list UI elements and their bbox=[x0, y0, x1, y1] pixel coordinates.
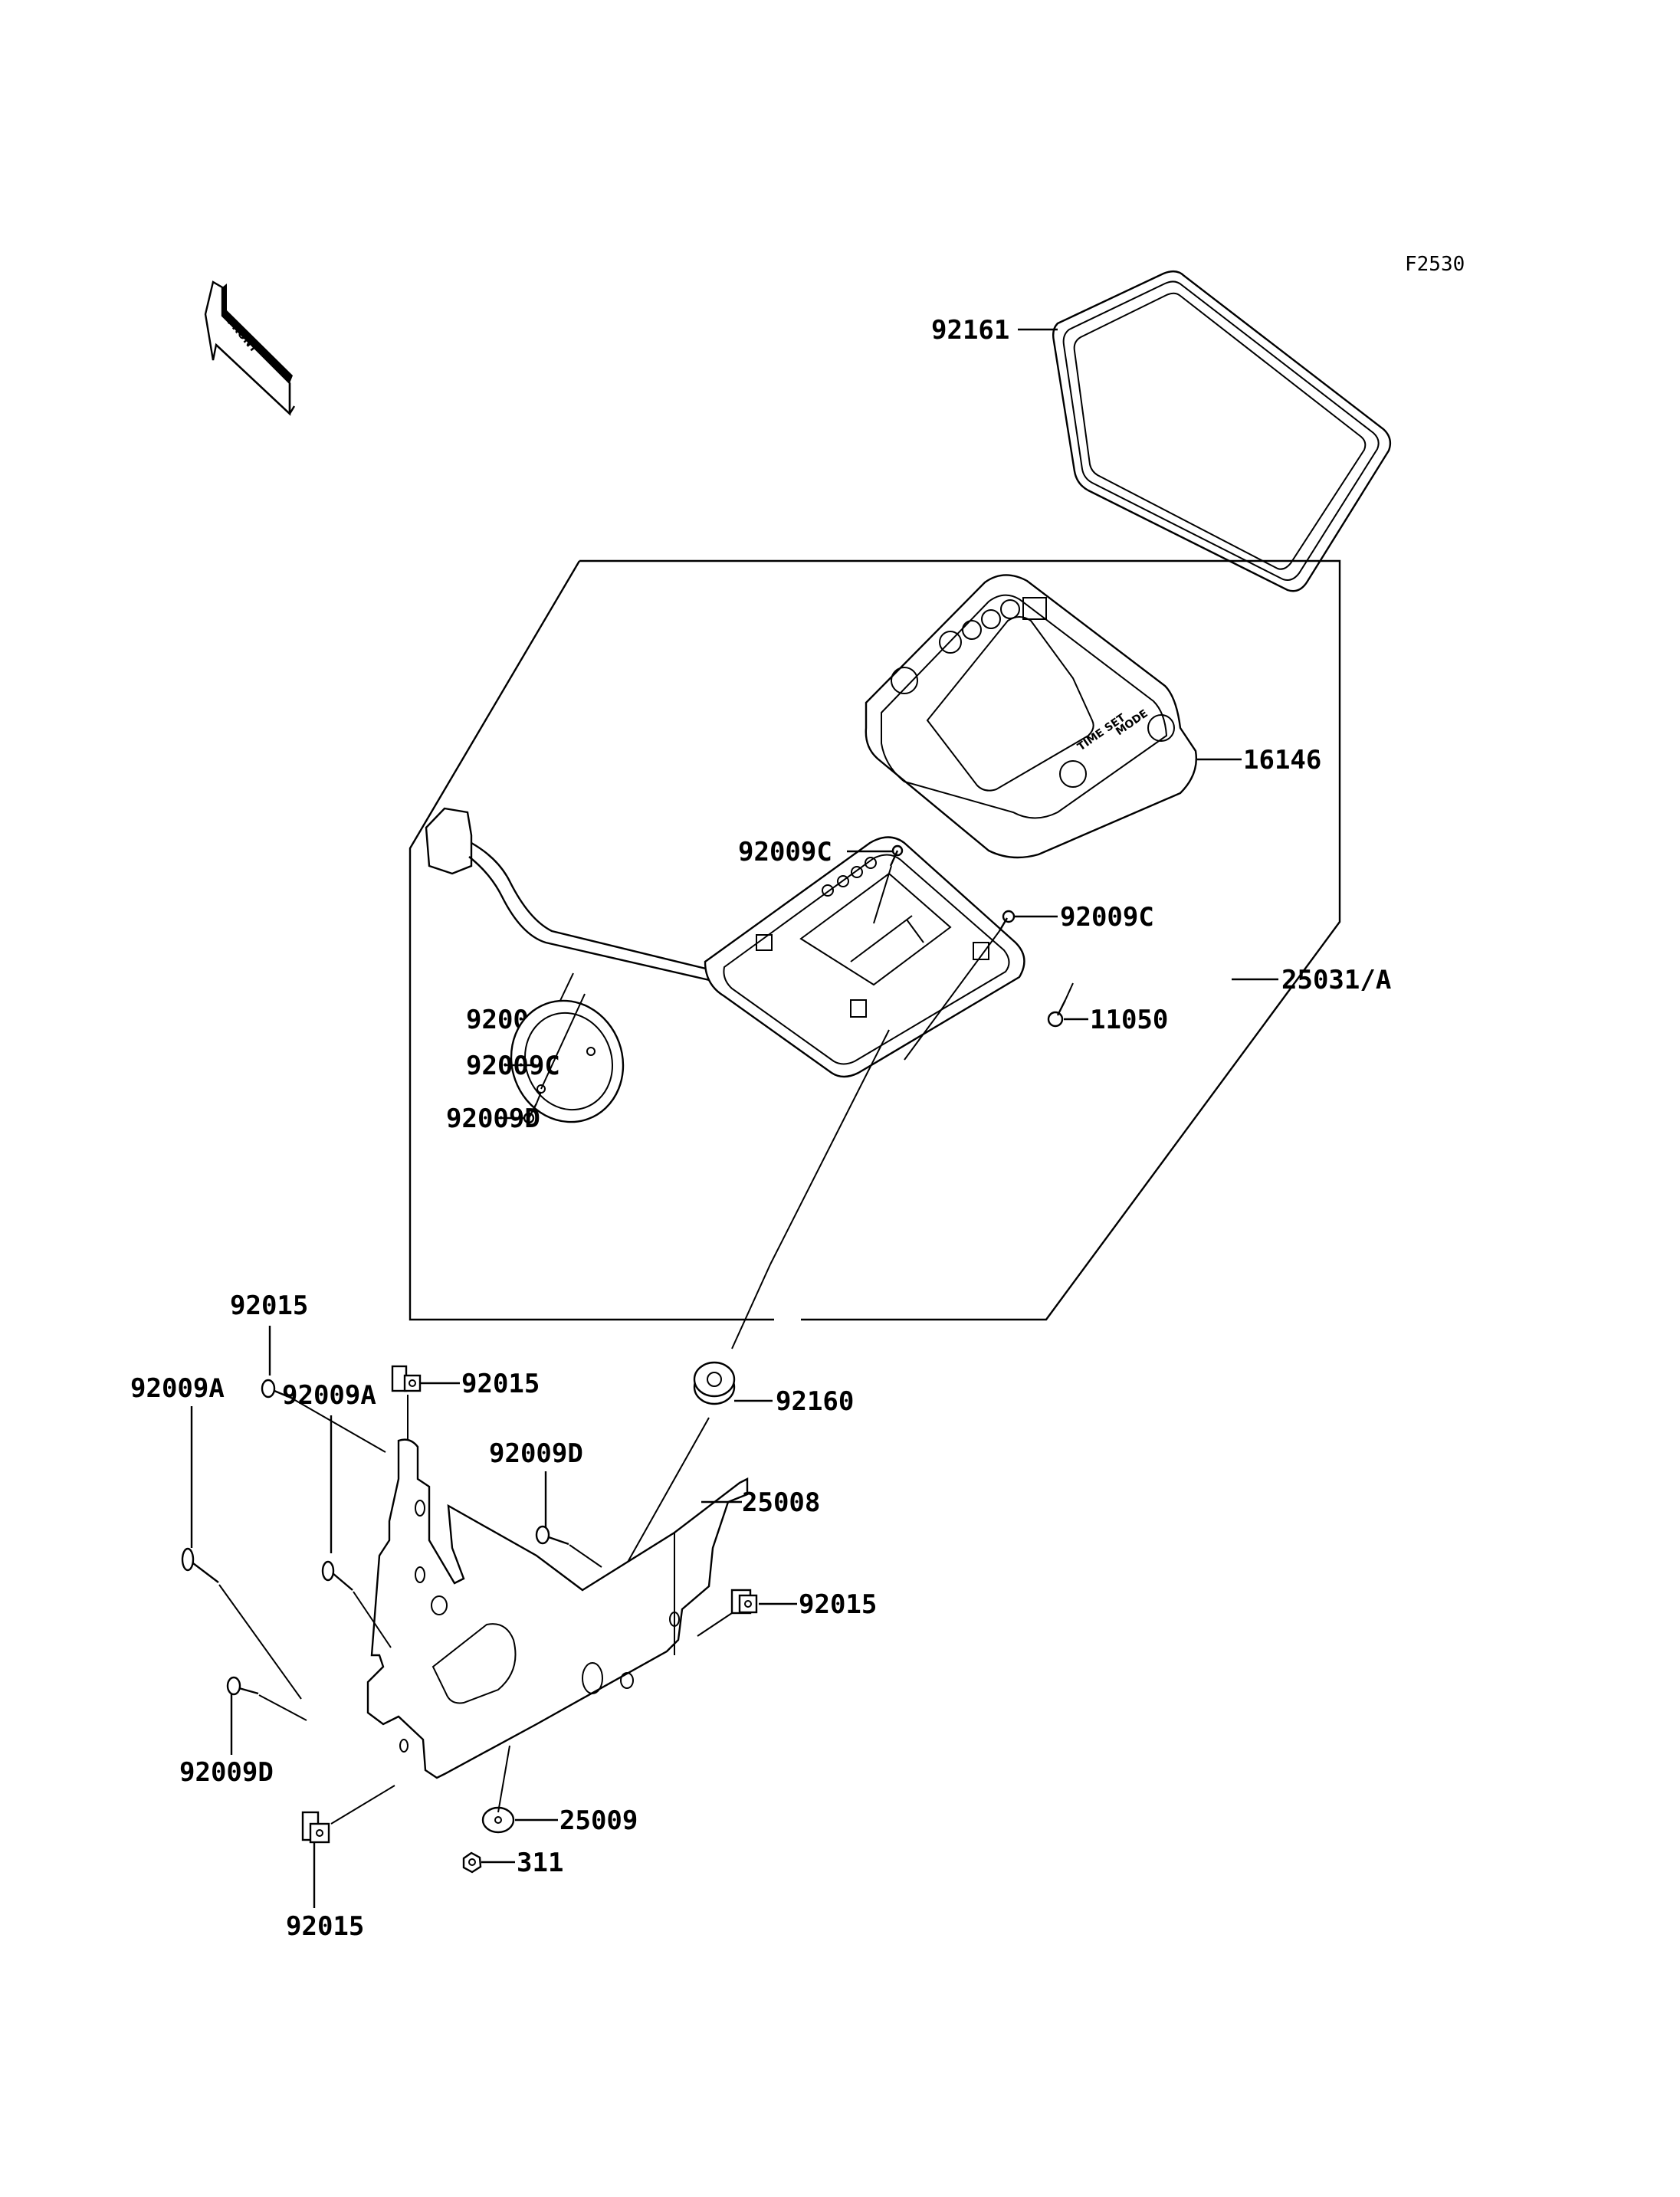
callout-92009c-right[interactable]: 92009C bbox=[1060, 902, 1154, 933]
connector-icon bbox=[425, 807, 473, 875]
front-arrow-icon: FRONT bbox=[204, 280, 296, 416]
screw-92009c-right-icon bbox=[998, 910, 1016, 932]
callout-92160[interactable]: 92160 bbox=[776, 1386, 854, 1417]
nut-clip-92015-bottom-icon bbox=[301, 1811, 330, 1844]
washer-25009[interactable] bbox=[481, 1806, 515, 1834]
seal-ring-11050[interactable] bbox=[494, 985, 640, 1138]
callout-92009c-bottom[interactable]: 92009D bbox=[446, 1103, 540, 1134]
callout-25008[interactable]: 25008 bbox=[742, 1487, 820, 1518]
nut-311-icon bbox=[462, 1851, 482, 1874]
meter-body-25031a[interactable] bbox=[425, 807, 1025, 1078]
callout-92009c-top[interactable]: 92009C bbox=[738, 837, 832, 867]
screw-92009d-center-icon bbox=[535, 1525, 569, 1546]
callout-92015-right[interactable]: 92015 bbox=[799, 1589, 877, 1620]
screw-92009-icon bbox=[1047, 999, 1067, 1028]
bracket-25008[interactable] bbox=[366, 1438, 749, 1779]
assembly-box-outline bbox=[579, 559, 1341, 1321]
mode-button-icon bbox=[1147, 714, 1175, 742]
screw-92009a-center-icon bbox=[321, 1560, 353, 1591]
nut-clip-92015-right-icon bbox=[730, 1589, 758, 1615]
screw-92009d-bottom-left-icon bbox=[226, 1676, 259, 1696]
callout-92009a-left[interactable]: 92009A bbox=[130, 1373, 225, 1404]
gasket-92161[interactable] bbox=[1052, 270, 1392, 592]
callout-92009d-center[interactable]: 92009D bbox=[489, 1438, 583, 1469]
meter-cover-16146[interactable]: MODE TIME SET bbox=[865, 574, 1197, 859]
grommet-92160[interactable] bbox=[693, 1361, 736, 1405]
screw-92009c-top-icon bbox=[889, 844, 904, 867]
callout-92009a-center[interactable]: 92009A bbox=[282, 1380, 376, 1411]
callout-92009d-top-left[interactable]: 92015 bbox=[230, 1290, 308, 1321]
button-top-left-icon bbox=[891, 667, 918, 694]
callout-92015-top[interactable]: 92015 bbox=[461, 1369, 540, 1399]
callout-92015-bottom[interactable]: 92015 bbox=[286, 1911, 364, 1942]
kawasaki-logo-icon bbox=[1022, 597, 1047, 620]
time-set-button-icon bbox=[1059, 760, 1087, 788]
callout-92161[interactable]: 92161 bbox=[931, 315, 1009, 346]
callout-311[interactable]: 311 bbox=[517, 1848, 563, 1878]
callout-11050[interactable]: 92009C bbox=[466, 1051, 560, 1081]
figure-code: F2530 bbox=[1405, 253, 1465, 276]
callout-25031a[interactable]: 25031/A bbox=[1281, 965, 1391, 995]
callout-92009d-bottom-left[interactable]: 92009D bbox=[179, 1757, 274, 1788]
screw-92009d-top-left-icon bbox=[261, 1379, 294, 1400]
callout-25009[interactable]: 25009 bbox=[559, 1805, 638, 1836]
callout-16146[interactable]: 16146 bbox=[1243, 745, 1321, 776]
callout-92009[interactable]: 11050 bbox=[1090, 1005, 1168, 1035]
nut-clip-92015-top-icon bbox=[391, 1365, 422, 1392]
screw-92009a-left-icon bbox=[181, 1547, 219, 1583]
